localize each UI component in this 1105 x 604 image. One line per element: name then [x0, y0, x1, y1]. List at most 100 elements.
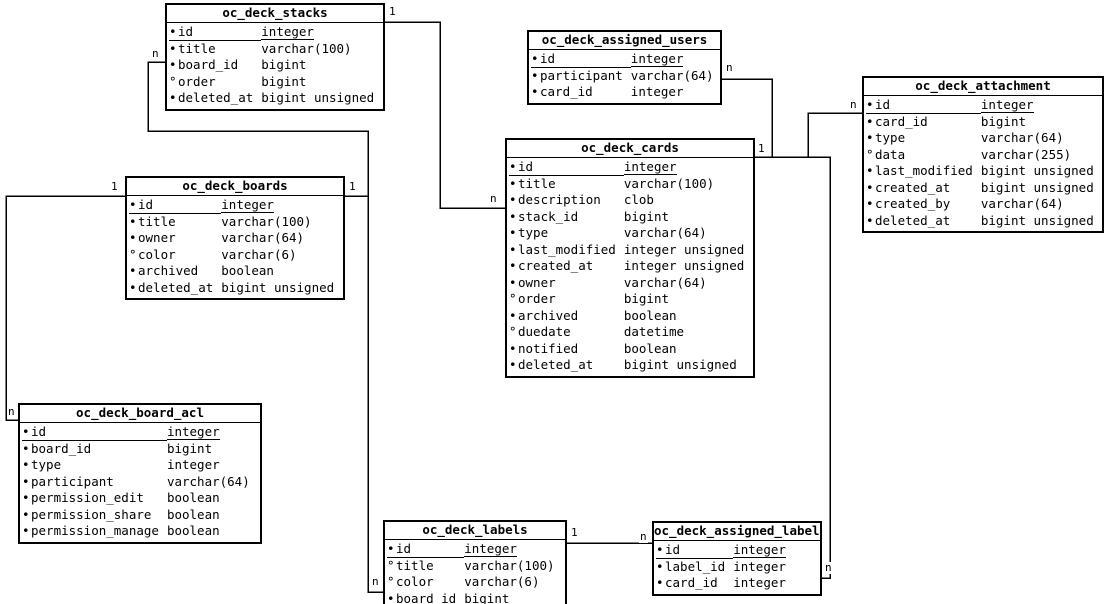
- column-name-cell: •id: [866, 97, 981, 114]
- column-name-cell: •title: [129, 214, 221, 231]
- column-name: color: [138, 246, 176, 262]
- nullable-circle-icon: °: [866, 146, 874, 162]
- cardinality-label: 1: [348, 180, 357, 193]
- column-type: boolean: [623, 307, 677, 323]
- column-type: integer: [733, 575, 786, 590]
- column-name: title: [138, 213, 176, 229]
- column-type-cell: bigint unsigned: [981, 163, 1100, 180]
- column-name: participant: [540, 67, 623, 83]
- column-name: board_id: [31, 440, 92, 456]
- column-name-cell: •notified: [509, 341, 624, 358]
- notnull-bullet-icon: •: [169, 57, 177, 72]
- column-type-cell: varchar(64): [631, 68, 718, 85]
- notnull-bullet-icon: •: [22, 490, 30, 505]
- cardinality-label: 1: [388, 5, 397, 18]
- column-type-cell: varchar(100): [624, 176, 751, 193]
- column-type-cell: integer: [733, 575, 818, 592]
- column-type: bigint: [980, 113, 1026, 129]
- nullable-circle-icon: °: [387, 574, 395, 589]
- relationship-line-attachment-to-cards: [755, 112, 862, 158]
- column-type: integer unsigned: [623, 258, 745, 273]
- column-name-cell: •created_by: [866, 196, 981, 213]
- column-name: type: [31, 457, 62, 472]
- cardinality-label: n: [725, 61, 734, 74]
- column-name: deleted_at: [178, 90, 254, 105]
- column-type: integer: [980, 97, 1034, 113]
- column-type: varchar(64): [166, 473, 250, 489]
- notnull-bullet-icon: •: [509, 192, 517, 207]
- column-name: id: [31, 424, 47, 439]
- column-type: bigint: [261, 73, 307, 89]
- column-name-cell: •card_id: [531, 84, 631, 101]
- notnull-bullet-icon: •: [656, 542, 664, 557]
- column-name-cell: •type: [22, 457, 167, 474]
- column-type: bigint: [623, 291, 669, 306]
- column-name-cell: •board_id: [169, 57, 261, 74]
- table-title: oc_deck_stacks: [167, 5, 383, 23]
- column-type-cell: bigint: [261, 74, 381, 91]
- column-name: data: [875, 146, 906, 162]
- notnull-bullet-icon: •: [387, 590, 395, 604]
- column-type-cell: bigint: [981, 114, 1100, 131]
- notnull-bullet-icon: •: [656, 575, 664, 590]
- relationship-line-boards-stacks-labels-trunk: [147, 61, 383, 593]
- notnull-bullet-icon: •: [656, 558, 664, 574]
- column-name-cell: •id: [509, 159, 624, 176]
- column-name: type: [518, 225, 549, 240]
- table-title: oc_deck_cards: [507, 140, 753, 158]
- column-name: id: [540, 51, 556, 66]
- cardinality-label: n: [7, 405, 16, 418]
- column-type: varchar(64): [980, 130, 1064, 145]
- column-type-cell: bigint unsigned: [221, 280, 341, 297]
- column-type-cell: integer: [221, 197, 341, 214]
- column-name-cell: •board_id: [22, 441, 167, 458]
- notnull-bullet-icon: •: [866, 113, 874, 129]
- column-type: boolean: [166, 506, 220, 522]
- column-name: board_id: [396, 590, 457, 604]
- notnull-bullet-icon: •: [22, 440, 30, 456]
- column-name: duedate: [518, 324, 571, 339]
- column-name-cell: •type: [866, 130, 981, 147]
- column-type-cell: varchar(64): [167, 474, 258, 491]
- column-name-cell: •permission_manage: [22, 523, 167, 540]
- column-name: card_id: [540, 84, 593, 99]
- column-name: deleted_at: [875, 212, 951, 228]
- column-type: boolean: [623, 340, 677, 356]
- column-type: boolean: [221, 263, 274, 278]
- column-type-cell: boolean: [167, 523, 258, 540]
- column-name-cell: •deleted_at: [129, 280, 221, 297]
- table-title: oc_deck_boards: [127, 178, 343, 196]
- column-name-cell: •permission_share: [22, 507, 167, 524]
- relationship-line-cards-to-assigned-labels: [755, 156, 831, 579]
- column-name-cell: •card_id: [866, 114, 981, 131]
- column-type-cell: integer: [630, 51, 718, 68]
- table-title: oc_deck_assigned_users: [529, 32, 720, 50]
- column-name: id: [665, 542, 681, 557]
- column-name-cell: °title: [387, 558, 464, 575]
- column-type: integer: [630, 84, 684, 99]
- notnull-bullet-icon: •: [509, 159, 517, 174]
- column-name: participant: [31, 473, 114, 489]
- notnull-bullet-icon: •: [866, 212, 874, 228]
- notnull-bullet-icon: •: [387, 541, 395, 556]
- column-type: bigint: [464, 590, 510, 604]
- column-name: id: [138, 197, 154, 212]
- notnull-bullet-icon: •: [129, 197, 137, 212]
- column-type-cell: integer: [464, 541, 563, 558]
- column-type: varchar(100): [623, 175, 715, 191]
- column-name-cell: °duedate: [509, 324, 624, 341]
- column-type-cell: boolean: [167, 490, 258, 507]
- column-type: integer: [166, 424, 220, 440]
- column-type: bigint unsigned: [261, 90, 375, 105]
- column-type: varchar(64): [630, 67, 714, 83]
- column-name-cell: •card_id: [656, 575, 733, 592]
